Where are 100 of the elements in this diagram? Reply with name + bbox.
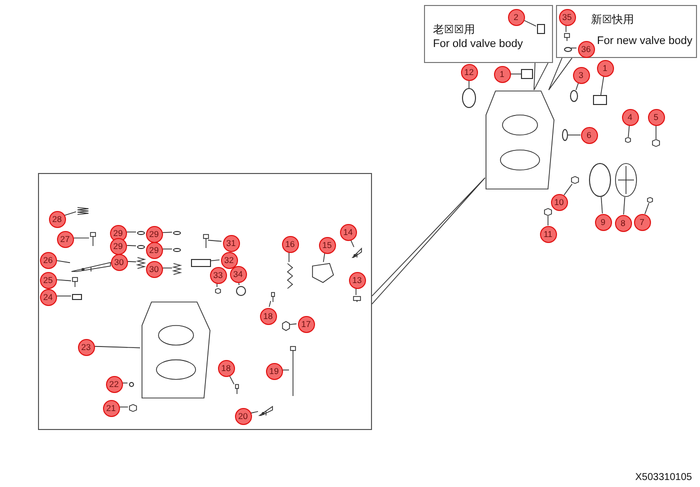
callout-number: 22	[106, 376, 122, 392]
nut-drawing	[129, 404, 137, 412]
leader-line	[208, 240, 222, 242]
callout-number: 35	[558, 8, 576, 26]
callout-number: 30	[146, 260, 162, 278]
callout-number: 14	[340, 224, 356, 240]
callout-number: 34	[230, 266, 246, 282]
leader-line	[468, 80, 470, 88]
leader-line	[228, 374, 234, 385]
seal-ring-drawing	[128, 382, 134, 386]
callout-number: 3	[572, 66, 590, 84]
leader-line	[600, 76, 604, 96]
housing-drawing	[141, 301, 211, 399]
note-box	[424, 5, 553, 63]
solenoid-drawing	[312, 263, 334, 283]
callout-number: 29	[110, 238, 126, 254]
note-text: 老☒☒用	[433, 23, 475, 37]
seal-ring-drawing	[570, 90, 578, 102]
callout-number: 10	[550, 194, 568, 210]
lever-drawing	[352, 248, 362, 258]
block-drawing	[521, 69, 533, 79]
leader-line	[600, 196, 603, 214]
callout-number: 11	[540, 226, 556, 242]
callout-number: 4	[622, 108, 638, 126]
spring-drawing	[173, 263, 181, 275]
seal-ring-drawing	[173, 248, 181, 252]
callout-number: 7	[634, 214, 650, 230]
callout-number: 26	[40, 252, 56, 268]
leader-line	[522, 19, 536, 26]
callout-number: 28	[48, 210, 66, 228]
bolt-drawing	[353, 296, 361, 302]
callout-number: 13	[348, 272, 366, 288]
bolt-drawing	[90, 232, 96, 246]
spring-drawing	[137, 257, 145, 269]
seal-ring-drawing	[562, 129, 568, 141]
callout-number: 19	[266, 362, 282, 380]
block-drawing	[72, 294, 82, 300]
drawing-number: X503310105	[635, 472, 692, 483]
leader-line	[210, 260, 220, 262]
note-text: 新☒快用	[591, 12, 634, 27]
leader-line	[288, 323, 297, 325]
callout-number: 2	[508, 8, 524, 26]
leader-line	[644, 202, 650, 214]
callout-number: 16	[282, 236, 298, 252]
bolt-drawing	[564, 33, 570, 41]
callout-number: 30	[110, 254, 128, 270]
nut-drawing	[652, 139, 660, 147]
detail-frame	[38, 173, 372, 430]
leader-line	[55, 279, 72, 282]
callout-number: 12	[460, 64, 478, 80]
nut-drawing	[544, 208, 552, 216]
leader-line	[548, 58, 572, 90]
leader-line	[118, 406, 128, 408]
callout-number: 32	[220, 252, 238, 268]
callout-number: 25	[40, 272, 56, 288]
callout-number: 23	[78, 338, 94, 356]
callout-number: 1	[494, 66, 510, 82]
callout-number: 8	[614, 214, 632, 232]
note-box	[556, 5, 697, 58]
callout-number: 1	[596, 60, 614, 76]
bolt-drawing	[72, 277, 78, 287]
bolt-drawing	[290, 346, 296, 396]
callout-number: 27	[56, 230, 74, 248]
leader-line	[121, 382, 128, 384]
block-drawing	[537, 24, 545, 34]
filter-drawing	[615, 163, 637, 197]
block-drawing	[191, 259, 211, 267]
seal-ring-drawing	[462, 88, 476, 108]
seal-ring-drawing	[173, 231, 181, 235]
leader-line	[576, 82, 579, 90]
spring-drawing	[77, 207, 89, 215]
leader-line	[268, 300, 272, 308]
callout-number: 15	[318, 236, 336, 254]
callout-number: 20	[234, 408, 252, 424]
callout-number: 5	[648, 108, 664, 126]
leader-line	[64, 211, 76, 216]
callout-number: 29	[110, 224, 126, 242]
nut-drawing	[282, 321, 290, 331]
bolt-drawing	[235, 384, 239, 394]
leader-line	[534, 62, 548, 90]
seal-ring-drawing	[236, 286, 246, 296]
callout-number: 36	[578, 40, 594, 58]
note-text: For new valve body	[597, 35, 692, 47]
leader-line	[623, 196, 626, 215]
leader-line	[372, 177, 486, 304]
callout-number: 31	[222, 234, 240, 252]
callout-number: 29	[146, 242, 162, 258]
lever-drawing	[259, 406, 273, 416]
seal-ring-drawing	[137, 245, 145, 249]
callout-number: 33	[210, 266, 226, 284]
callout-number: 18	[218, 360, 234, 376]
nut-drawing	[215, 288, 221, 294]
bolt-drawing	[271, 292, 275, 302]
nut-drawing	[625, 137, 631, 143]
nut-drawing	[647, 197, 653, 203]
bolt-drawing	[203, 234, 209, 248]
callout-number: 9	[594, 214, 612, 230]
callout-number: 6	[580, 126, 598, 144]
spring-drawing	[287, 263, 293, 289]
leader-line	[93, 346, 140, 348]
